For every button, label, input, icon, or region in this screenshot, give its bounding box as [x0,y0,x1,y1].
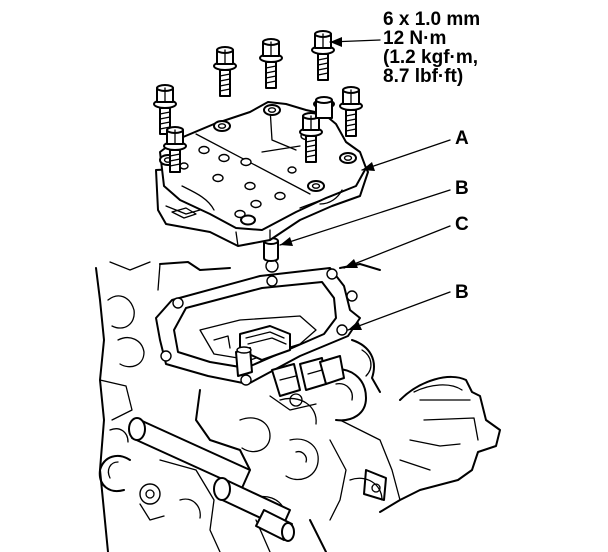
bolt-2 [213,46,237,97]
callout-b-lower: B [455,282,469,303]
bolt-size-label: 6 x 1.0 mm [383,9,481,30]
callout-a: A [455,128,469,149]
bolt-4 [311,30,335,81]
cover-plate [155,101,369,247]
torque-spec: 6 x 1.0 mm 12 N·m (1.2 kgf·m, 8.7 lbf·ft… [383,10,480,86]
bolt-5 [339,86,363,137]
torque-kgfm-label: (1.2 kgf·m, [383,47,479,68]
shift-shafts [128,417,295,542]
bolt-8 [313,96,335,119]
valve-body-interior [199,315,345,411]
transmission-housing [95,261,501,552]
torque-nm-label: 12 N·m [383,28,447,49]
torque-lbfft-label: 8.7 lbf·ft) [383,66,464,87]
callout-b-upper: B [455,178,469,199]
bolt-3 [259,38,283,89]
callout-c: C [455,214,469,235]
leader-lines [279,37,451,331]
gasket [155,259,361,386]
bolt-7 [299,112,323,163]
bolt-6 [163,126,187,173]
